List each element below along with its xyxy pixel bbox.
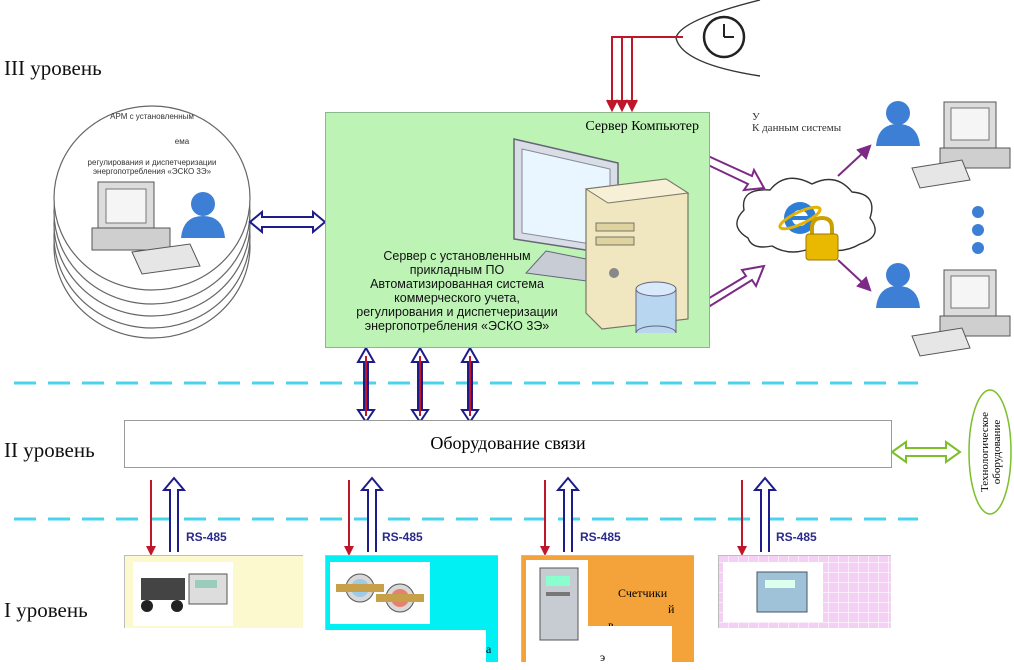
arm-user-icon [181,192,225,238]
level-2-label: II уровень [4,438,95,462]
tech-ellipse [968,389,1012,515]
comm-equipment-box: Оборудование связи [124,420,892,468]
arm-line-4: энергопотребления «ЭСКО 3Э» [92,167,212,176]
controller-icon [756,571,808,613]
device-arrows [146,476,778,556]
cloud-users-arrows [837,144,872,292]
arm-computer-icon [91,181,201,275]
meter-photo-1 [133,562,233,626]
device-2-tail-text: а [486,642,492,656]
device-3-tail-text: э [600,650,606,664]
device-3-text-3: в [608,618,614,632]
device-panel-1 [123,555,305,668]
meter-photo-2 [330,562,430,624]
remote-user-bottom [876,263,1011,357]
server-title: Сервер Компьютер [585,119,699,134]
device-3-text-2: й [668,602,675,616]
server-desc-line-1: Сервер с установленным [383,249,531,263]
server-comm-arrows [356,345,480,424]
tech-equipment-text: Технологическое оборудование [979,411,1003,493]
server-desc-line-6: энергопотребления «ЭСКО 3Э» [364,319,550,333]
server-desc-line-2: прикладным ПО [409,263,505,277]
lock-icon [805,215,839,261]
meter-photo-3 [526,560,588,664]
rs485-label-1: RS-485 [186,530,227,544]
meter-photo-4 [723,562,823,622]
server-box: Сервер Компьютер Сервер с установленным … [325,112,710,348]
arm-server-arrow [248,209,327,235]
ellipsis-dots [972,206,984,254]
rs485-label-3: RS-485 [580,530,621,544]
server-computer-icon [513,138,690,333]
device-3-mask [588,626,672,666]
clock-server-arrows [606,36,683,113]
comm-tech-arrow [890,440,962,464]
device-panel-4 [717,555,893,668]
arm-text-block: АРМ с установленным ема регулирования и … [72,112,232,176]
remote-user-top [876,101,1011,189]
arm-line-3: регулирования и диспетчеризации [87,158,217,167]
server-desc-line-5: регулирования и диспетчеризации [356,305,558,319]
tech-equipment-label: Технологическое оборудование [970,390,1012,514]
rs485-label-4: RS-485 [776,530,817,544]
water-meter-icon [336,573,424,613]
arm-line-1: АРМ с установленным [110,112,194,121]
device-3-text-1: Счетчики [618,586,668,600]
level-1-label: I уровень [4,598,88,622]
arm-line-2: ема [174,137,190,146]
server-description: Сервер с установленным прикладным ПО Авт… [346,249,568,333]
electric-meter-icon [539,567,579,641]
clock-icon [675,0,761,77]
users-label: У К данным системы [752,112,841,134]
users-line-2: К данным системы [752,122,842,134]
rs485-label-2: RS-485 [382,530,423,544]
device-panel-3: Счетчики й в э [521,555,694,666]
server-desc-line-4: коммерческого учета, [394,291,520,305]
database-icon [635,281,677,333]
browser-icon [778,202,822,234]
device-panel-2: а [320,555,498,670]
level-3-label: III уровень [4,56,102,80]
comm-equipment-label: Оборудование связи [430,433,586,453]
users-line-1: У [752,111,760,123]
server-cloud-arrows [704,154,766,308]
server-desc-line-3: Автоматизированная система [370,277,544,291]
heat-meter-icon [141,573,228,612]
